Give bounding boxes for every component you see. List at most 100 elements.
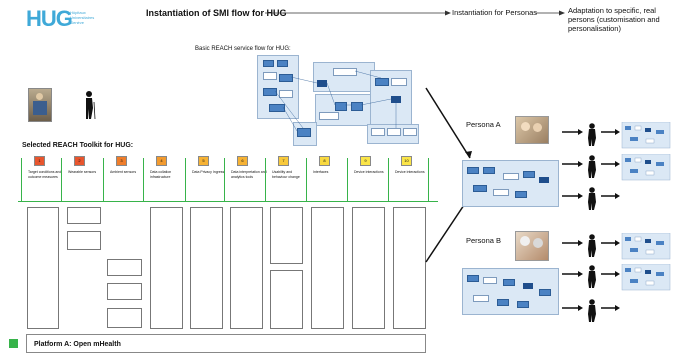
- arrow-head-icon: [615, 129, 620, 135]
- person-row: [562, 122, 671, 149]
- arrow-head-icon: [578, 161, 583, 167]
- toolkit-column-divider: [103, 158, 104, 202]
- mini-flow: [621, 122, 671, 149]
- toolkit-column-label: Data interpretation and analytics tools: [231, 170, 267, 179]
- toolkit-box: [67, 207, 101, 224]
- flow-node: [634, 267, 642, 273]
- personas-title: Instantiation for Personas: [452, 8, 538, 17]
- flow-node: [645, 270, 651, 274]
- title-arrow: [265, 10, 565, 16]
- toolkit-box: [311, 207, 344, 329]
- toolkit-baseline: [18, 201, 438, 202]
- flow-node: [625, 268, 631, 272]
- elderly-person-photo: [28, 88, 52, 122]
- toolkit-column-divider: [21, 158, 22, 202]
- toolkit-box: [107, 308, 142, 328]
- persona-a-photo: [515, 116, 549, 144]
- toolkit-column-number: 2: [74, 156, 85, 166]
- arrow-head-icon: [615, 161, 620, 167]
- toolkit-box: [190, 207, 223, 329]
- persona-b-flow: [462, 268, 559, 315]
- toolkit-box: [270, 270, 303, 329]
- arrow-head-icon: [615, 193, 620, 199]
- toolkit-column-number: 4: [156, 156, 167, 166]
- flow-node: [634, 125, 642, 131]
- reach-service-flow-diagram: [255, 52, 420, 147]
- platform-marker: [9, 339, 18, 348]
- flow-node: [645, 138, 655, 144]
- toolkit-column-divider: [388, 158, 389, 202]
- arrow-head-icon: [578, 305, 583, 311]
- person-head-icon: [589, 299, 595, 305]
- flow-node: [656, 272, 664, 276]
- toolkit-column-number: 9: [360, 156, 371, 166]
- flow-node: [656, 162, 664, 166]
- flow-node: [645, 170, 655, 176]
- toolkit-column-number: 5: [198, 156, 209, 166]
- arrow-head-icon: [578, 129, 583, 135]
- toolkit-column-label: Target conditions and outcome measures: [28, 170, 62, 179]
- toolkit-title: Selected REACH Toolkit for HUG:: [22, 142, 134, 149]
- mini-flow: [621, 154, 671, 181]
- arrow-head-icon: [578, 193, 583, 199]
- person-row: [562, 264, 671, 291]
- toolkit-column-label: Data collation infrastructure: [150, 170, 172, 179]
- person-row: [562, 154, 671, 181]
- persona-a-label: Persona A: [466, 120, 501, 129]
- reach-flow-label: Basic REACH service flow for HUG:: [195, 46, 291, 52]
- arrow-head-icon: [578, 240, 583, 246]
- platform-box: Platform A: Open mHealth: [26, 334, 426, 353]
- flow-node: [656, 130, 664, 134]
- flow-node: [625, 237, 631, 241]
- toolkit-column-divider: [224, 158, 225, 202]
- flow-node: [630, 169, 638, 173]
- mini-flow: [621, 233, 671, 260]
- toolkit-column-number: 8: [319, 156, 330, 166]
- person-head-icon: [589, 155, 595, 161]
- person-head-icon: [589, 265, 595, 271]
- toolkit-column-number: 6: [237, 156, 248, 166]
- flow-node: [630, 279, 638, 283]
- walking-person-icon: [86, 91, 96, 120]
- person-head-icon: [589, 187, 595, 193]
- toolkit-column-label: Interfaces: [313, 170, 329, 174]
- walking-person-icon: [588, 161, 596, 178]
- toolkit-column-number: 7: [278, 156, 289, 166]
- toolkit-column-divider: [61, 158, 62, 202]
- walking-person-icon: [588, 129, 596, 146]
- person-head-icon: [589, 234, 595, 240]
- toolkit-column-divider: [143, 158, 144, 202]
- arrow-head-icon: [615, 271, 620, 277]
- walking-person-icon: [588, 240, 596, 257]
- flow-node: [645, 128, 651, 132]
- toolkit-column-divider: [428, 158, 429, 202]
- toolkit-box: [107, 283, 142, 300]
- flow-node: [645, 239, 651, 243]
- toolkit-box: [352, 207, 385, 329]
- toolkit-column-number: 10: [401, 156, 412, 166]
- platform-label: Platform A: Open mHealth: [34, 341, 121, 348]
- toolkit-column-label: Data Privacy Ingress: [192, 170, 225, 174]
- toolkit-column-divider: [306, 158, 307, 202]
- toolkit-column-divider: [265, 158, 266, 202]
- toolkit-box: [67, 231, 101, 250]
- mini-flow: [621, 264, 671, 291]
- hug-logo-subtitle: Hôpitaux Universitaires Genève: [70, 10, 95, 25]
- toolkit-box: [150, 207, 183, 329]
- toolkit-column-label: Usability and behaviour change: [272, 170, 300, 179]
- persona-a-flow: [462, 160, 559, 207]
- person-row: [562, 187, 620, 210]
- toolkit-column-label: Ambient sensors: [110, 170, 137, 174]
- toolkit-column-divider: [347, 158, 348, 202]
- toolkit-box: [270, 207, 303, 264]
- toolkit-box: [230, 207, 263, 329]
- arrow-head-icon: [615, 240, 620, 246]
- walking-person-icon: [588, 305, 596, 322]
- toolkit-column-number: 3: [116, 156, 127, 166]
- flow-node: [656, 241, 664, 245]
- toolkit-box: [27, 207, 59, 329]
- flow-node: [625, 126, 631, 130]
- flow-node: [634, 157, 642, 163]
- walking-person-icon: [588, 271, 596, 288]
- flow-node: [634, 236, 642, 242]
